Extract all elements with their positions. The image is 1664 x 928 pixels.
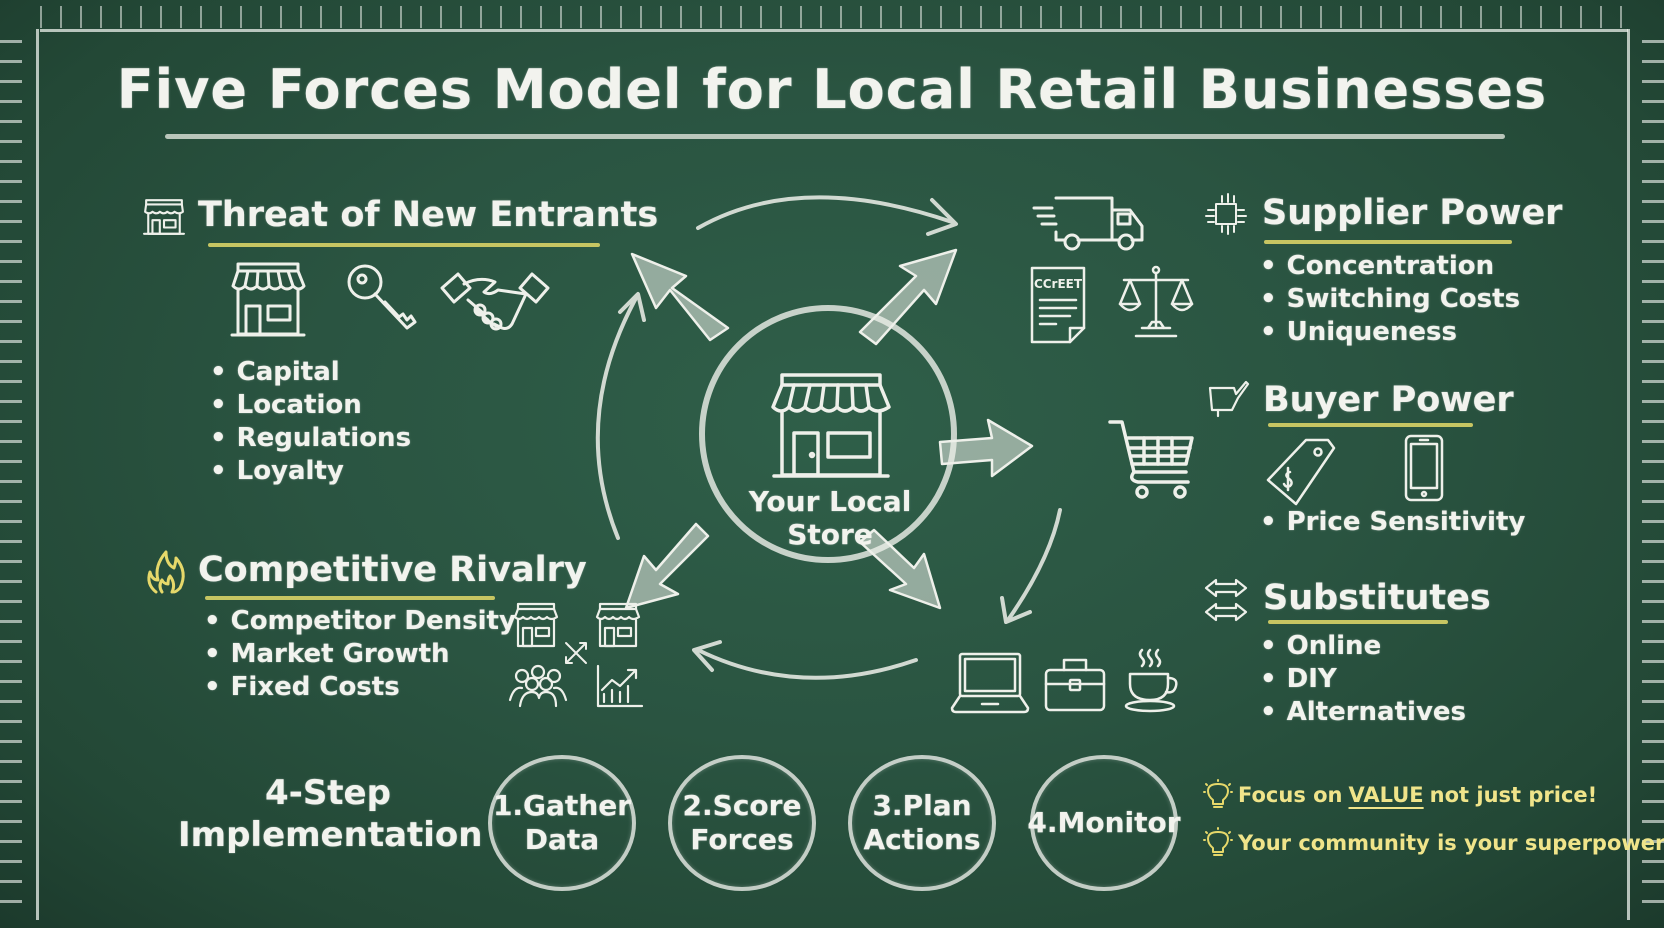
buyer-bullets: Price Sensitivity <box>1260 506 1526 539</box>
heading-substitutes: Substitutes <box>1263 578 1491 618</box>
tip-text-emphasis: VALUE <box>1348 783 1424 807</box>
tip-value: Focus on VALUE not just price! <box>1203 779 1598 810</box>
step-label: Forces <box>690 823 794 856</box>
heading-underline <box>1268 620 1448 624</box>
bullet-item: Price Sensitivity <box>1260 506 1526 539</box>
tip-text-pre: Focus on <box>1238 783 1343 807</box>
cross-arrows-icon <box>563 640 589 666</box>
tip-community: Your community is your superpower! <box>1203 827 1664 858</box>
frame-line-top <box>40 29 1628 32</box>
lightbulb-icon <box>1203 827 1233 858</box>
storefront-icon <box>143 198 185 236</box>
implementation-title: 4-Step Implementation <box>178 772 483 856</box>
supplier-bullets: Concentration Switching Costs Uniqueness <box>1260 250 1520 349</box>
step-label: 1.Gather <box>492 789 632 822</box>
title-underline <box>165 134 1505 139</box>
key-icon <box>345 262 421 338</box>
storefront-icon <box>594 602 642 648</box>
bullet-item: Alternatives <box>1260 696 1466 729</box>
bullet-item: Location <box>210 389 411 422</box>
implementation-title-line2: Implementation <box>178 815 483 855</box>
bullet-item: Capital <box>210 356 411 389</box>
center-label-line1: Your Local <box>748 485 912 518</box>
substitutes-bullets: Online DIY Alternatives <box>1260 630 1466 729</box>
step-label: Data <box>524 823 600 856</box>
laptop-icon <box>950 652 1030 714</box>
new-entrants-bullets: Capital Location Regulations Loyalty <box>210 356 411 488</box>
flame-icon <box>146 548 186 594</box>
storefront-icon <box>228 262 308 338</box>
heading-underline <box>1268 423 1473 427</box>
tip-text-post: not just price! <box>1429 783 1598 807</box>
bullet-item: Market Growth <box>204 638 516 671</box>
frame-line-right <box>1627 29 1630 920</box>
shopping-cart-icon <box>1108 418 1194 500</box>
step-monitor: 4.Monitor <box>1027 755 1181 891</box>
heading-buyer-power: Buyer Power <box>1263 380 1514 420</box>
step-label: Actions <box>863 823 981 856</box>
ruler-ticks-top <box>40 6 1624 28</box>
bullet-item: Uniqueness <box>1260 316 1520 349</box>
center-label-line2: Store <box>787 518 873 551</box>
ruler-ticks-right <box>1642 40 1664 918</box>
price-tag-icon <box>1266 434 1338 506</box>
heading-competitive-rivalry: Competitive Rivalry <box>198 550 587 590</box>
heading-supplier-power: Supplier Power <box>1262 193 1563 233</box>
chip-icon <box>1204 192 1248 236</box>
tip-text: Your community is your superpower! <box>1238 831 1664 855</box>
bullet-item: DIY <box>1260 663 1466 696</box>
bullet-item: Competitor Density <box>204 605 516 638</box>
people-group-icon <box>508 662 568 708</box>
smartphone-icon <box>1404 434 1444 502</box>
storefront-icon <box>512 602 560 648</box>
forces-cycle-arrows <box>560 180 1120 720</box>
storefront-icon <box>768 373 894 479</box>
delivery-truck-icon <box>1032 192 1144 252</box>
heading-underline <box>208 243 600 247</box>
shopping-bag-icon <box>1206 380 1250 420</box>
bullet-item: Loyalty <box>210 455 411 488</box>
toolbox-icon <box>1044 656 1106 712</box>
scales-icon <box>1118 264 1194 340</box>
coffee-cup-icon <box>1124 648 1180 713</box>
center-label: Your Local Store <box>730 485 930 551</box>
bullet-item: Fixed Costs <box>204 671 516 704</box>
bullet-item: Switching Costs <box>1260 283 1520 316</box>
growth-chart-icon <box>596 664 644 708</box>
implementation-title-line1: 4-Step <box>265 773 391 813</box>
lightbulb-icon <box>1203 779 1233 810</box>
frame-line-left <box>36 29 39 920</box>
bullet-item: Online <box>1260 630 1466 663</box>
heading-new-entrants: Threat of New Entrants <box>198 195 659 235</box>
svg-text:CCrEET: CCrEET <box>1034 277 1083 291</box>
heading-underline <box>1264 240 1512 244</box>
bullet-item: Concentration <box>1260 250 1520 283</box>
rivalry-bullets: Competitor Density Market Growth Fixed C… <box>204 605 516 704</box>
swap-arrows-icon <box>1204 578 1248 622</box>
ruler-ticks-left <box>0 40 22 918</box>
contract-document-icon: CCrEET <box>1030 266 1088 344</box>
step-label: 2.Score <box>682 789 802 822</box>
page-title: Five Forces Model for Local Retail Busin… <box>116 58 1548 121</box>
step-label: 4.Monitor <box>1027 806 1181 839</box>
heading-underline <box>205 596 495 600</box>
step-label: 3.Plan <box>872 789 972 822</box>
bullet-item: Regulations <box>210 422 411 455</box>
handshake-icon <box>440 266 550 336</box>
